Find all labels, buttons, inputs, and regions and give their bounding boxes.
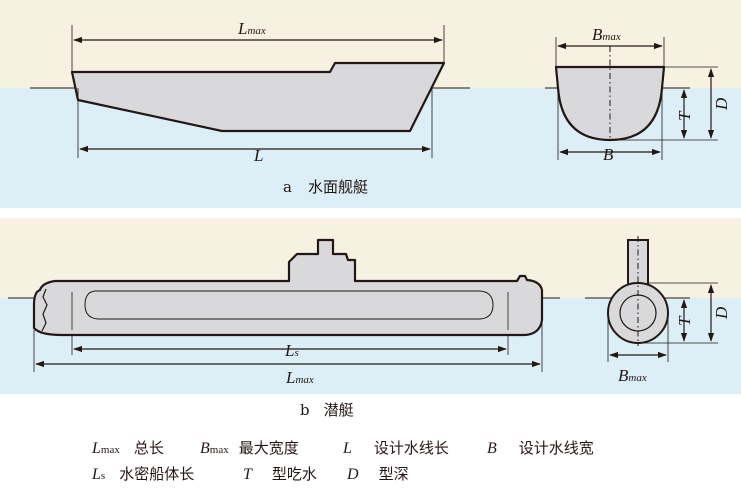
label-d-b: D — [712, 306, 731, 320]
submarine-hull — [32, 238, 544, 337]
dim-l-surface: L — [77, 88, 433, 165]
dim-lmax-surface: Lmax — [71, 19, 445, 72]
label-bmax-b: Bmax — [618, 366, 647, 385]
label-ls-b: Ls — [284, 341, 299, 360]
dim-bmax-surface: Bmax — [555, 25, 665, 67]
dim-lmax-submarine: Lmax — [33, 322, 543, 387]
label-bmax-a: Bmax — [592, 25, 621, 44]
dim-ls-submarine: Ls — [71, 335, 509, 360]
label-t-a: T — [675, 110, 694, 121]
dim-td-submarine: T D — [638, 282, 731, 344]
label-lmax-a: Lmax — [237, 19, 266, 38]
submarine-section — [607, 236, 669, 346]
label-d-a: D — [712, 97, 731, 111]
surface-ship-hull — [70, 61, 446, 133]
dim-bmax-submarine: Bmax — [607, 313, 669, 385]
submarine-pressure-hull — [84, 290, 494, 320]
label-b-a: B — [603, 145, 614, 164]
label-t-b: T — [675, 315, 694, 326]
label-l-a: L — [253, 146, 263, 165]
dim-b-surface: B — [557, 88, 663, 164]
label-lmax-b: Lmax — [285, 368, 314, 387]
submarine-profile — [32, 238, 544, 337]
surface-ship-profile — [70, 61, 446, 133]
submarine-bow-break — [41, 288, 48, 332]
dim-td-surface: T D — [610, 66, 731, 141]
